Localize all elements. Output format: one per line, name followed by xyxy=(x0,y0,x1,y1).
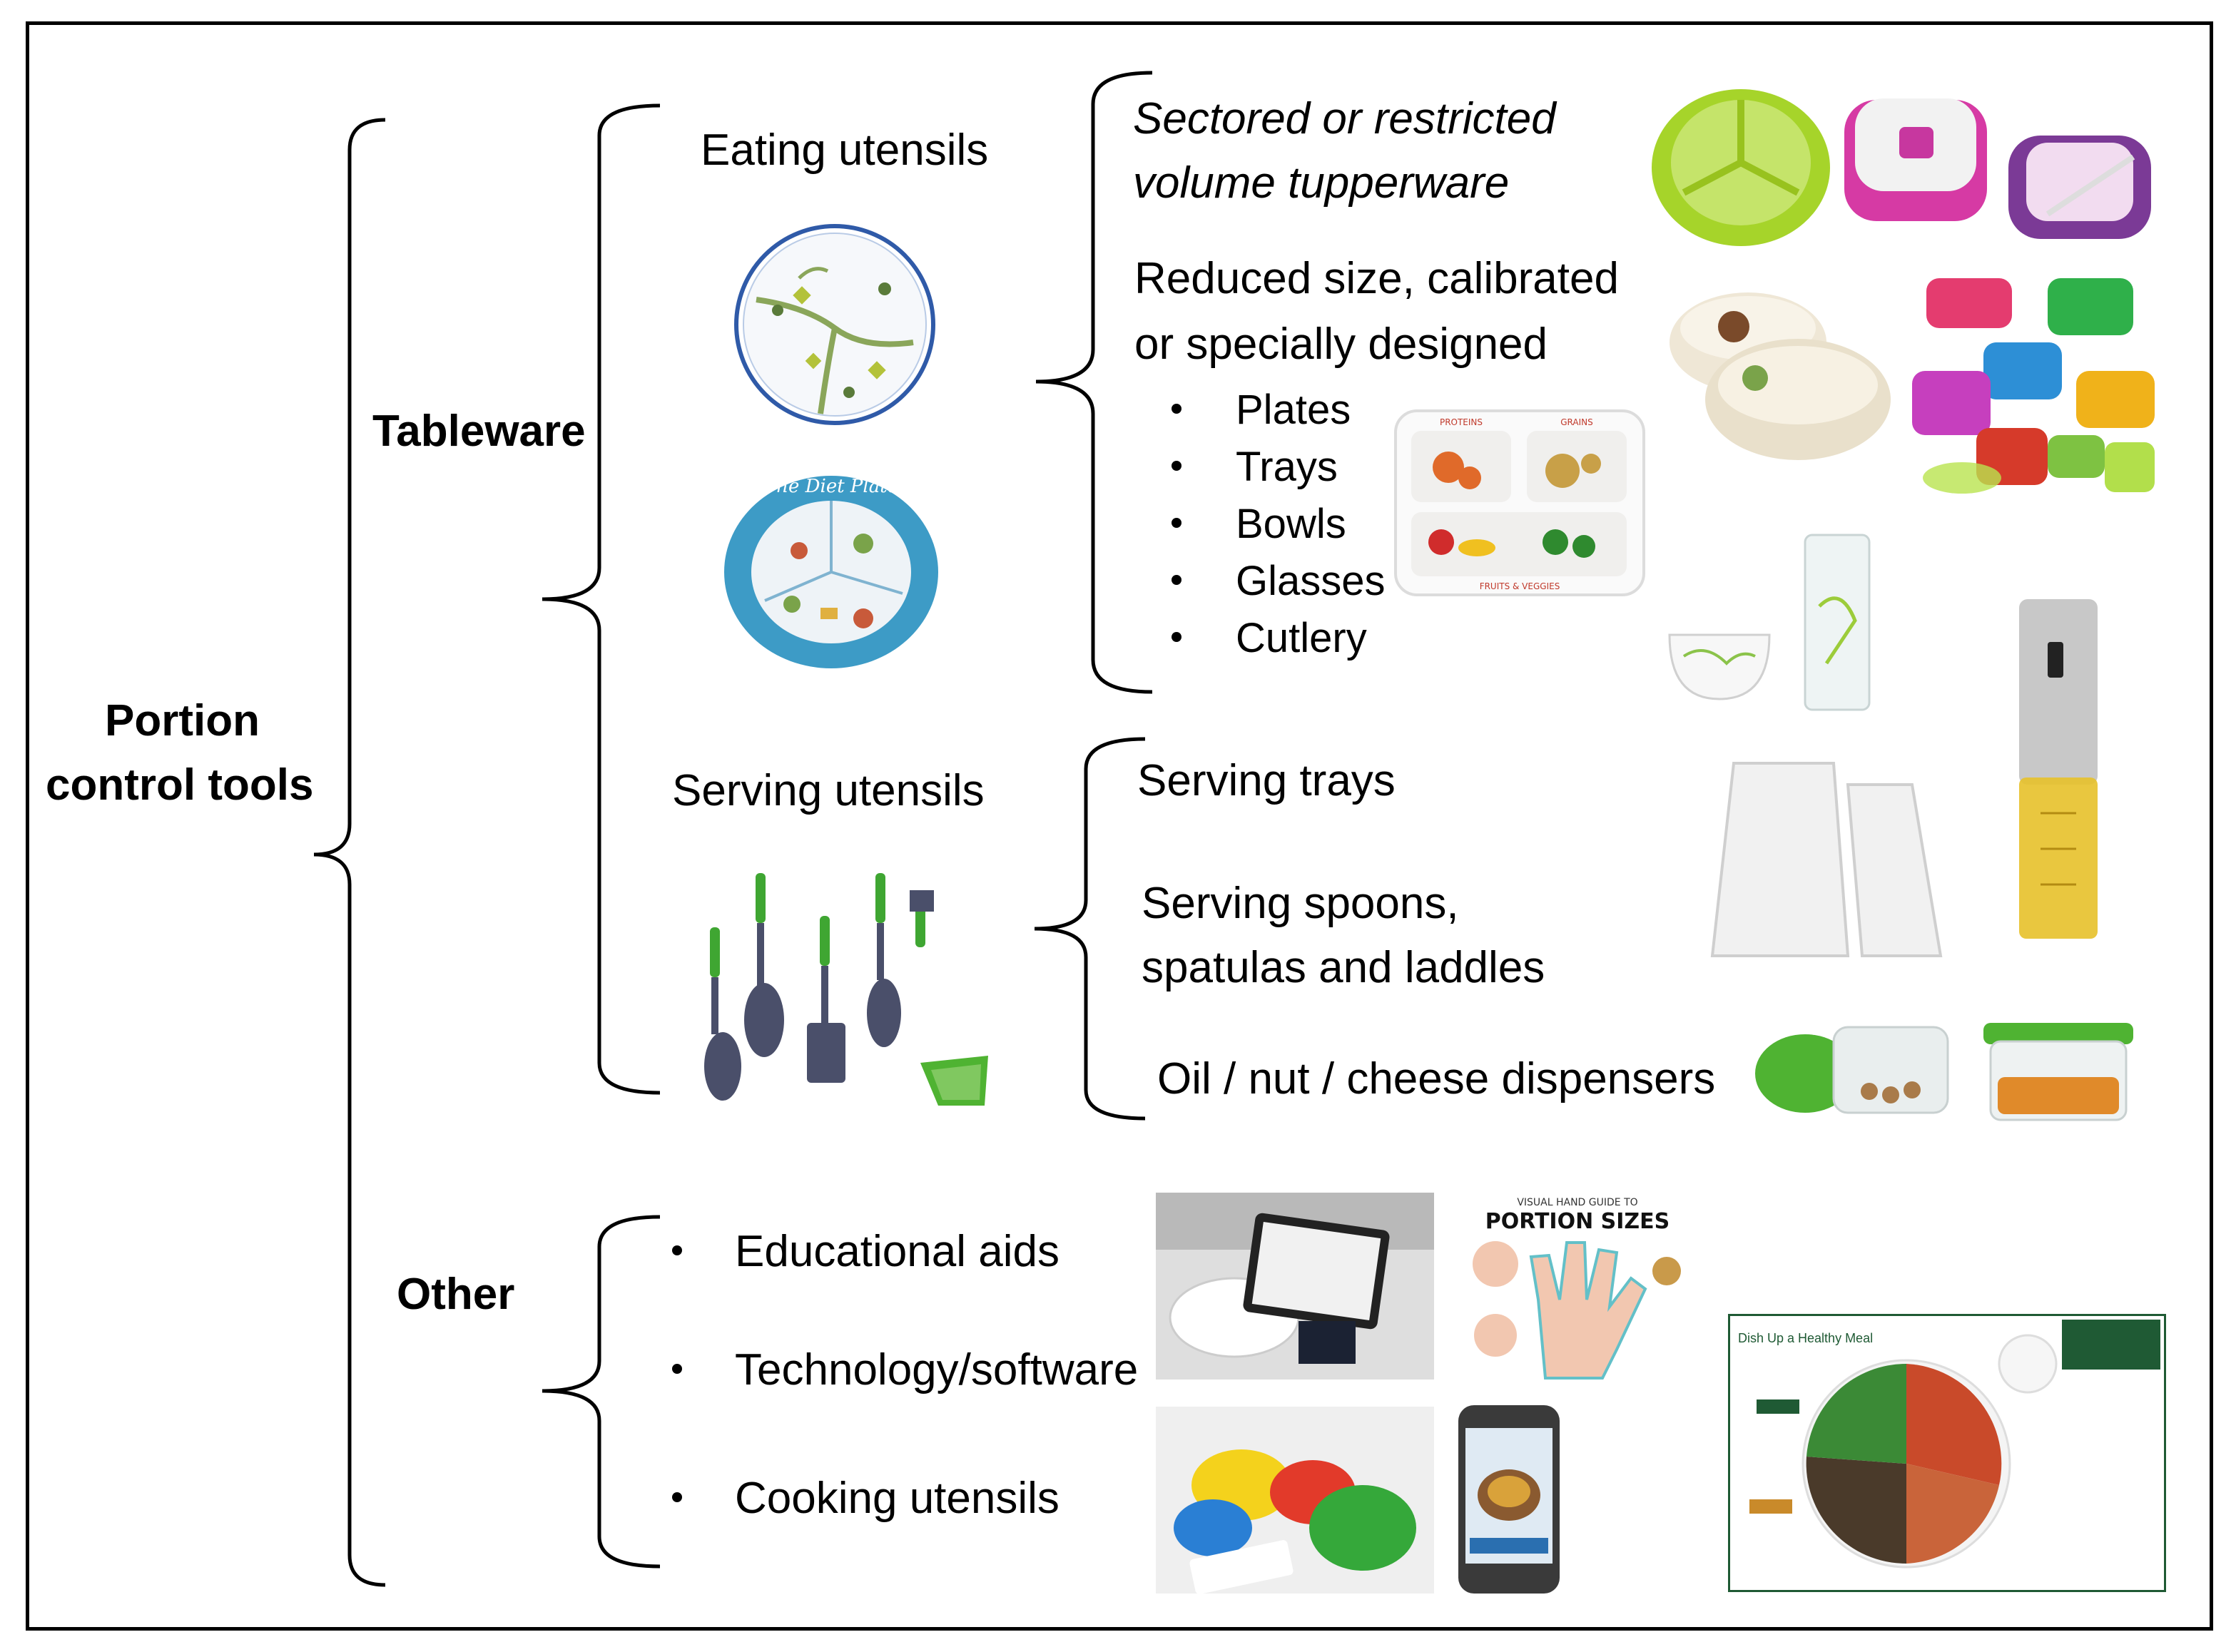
item-bowls: Bowls xyxy=(1236,501,1346,547)
item-trays: Trays xyxy=(1236,444,1338,490)
bracket-serving xyxy=(1034,737,1146,1121)
bullet xyxy=(672,1364,682,1374)
bracket-eating xyxy=(1035,71,1153,694)
diet-plate-image: The Diet Plate xyxy=(724,476,938,668)
portion-plate-image xyxy=(734,224,935,425)
diagram-frame xyxy=(26,21,2213,1631)
tupperware-image xyxy=(1641,71,2169,250)
measuring-cups-image xyxy=(1156,1407,1434,1594)
cheese-dispenser-image xyxy=(1983,1023,2133,1121)
bullet xyxy=(1172,461,1181,471)
serving-trays-image xyxy=(1710,762,1943,957)
meal-poster-title-text: Dish Up a Healthy Meal xyxy=(1738,1331,1873,1345)
serving-trays-label: Serving trays xyxy=(1137,756,1396,805)
bullet xyxy=(1172,575,1181,585)
serving-spoons-line1: Serving spoons, xyxy=(1142,879,1459,928)
bullet xyxy=(1172,518,1181,528)
nut-dispenser-image xyxy=(1755,1026,1949,1114)
hand-guide-title-text: PORTION SIZES xyxy=(1485,1209,1670,1234)
dispensers-label: Oil / nut / cheese dispensers xyxy=(1157,1054,1716,1103)
bullet xyxy=(672,1492,682,1502)
sectioned-tray-image: PROTEINS GRAINS FRUITS & VEGGIES xyxy=(1394,409,1645,596)
hand-guide-top-text: VISUAL HAND GUIDE TO xyxy=(1517,1197,1637,1208)
hand-guide-image: VISUAL HAND GUIDE TO PORTION SIZES xyxy=(1460,1193,1695,1385)
item-cutlery: Cutlery xyxy=(1236,615,1367,661)
tupperware-line1: Sectored or restricted xyxy=(1133,94,1556,143)
tray-grains-text: GRAINS xyxy=(1560,417,1593,427)
eating-utensils-label: Eating utensils xyxy=(701,126,989,175)
bullet xyxy=(672,1245,682,1255)
bowls-image xyxy=(1670,292,1891,460)
containers-image xyxy=(1912,278,2155,494)
root-label-line2: control tools xyxy=(46,760,314,810)
reduced-size-line2: or specially designed xyxy=(1134,320,1548,369)
tray-proteins-text: PROTEINS xyxy=(1440,417,1483,427)
tablet-image xyxy=(1156,1193,1434,1380)
serving-utensils-image xyxy=(704,873,988,1106)
serving-spoons-line2: spatulas and laddles xyxy=(1142,943,1545,992)
phone-image xyxy=(1458,1405,1560,1594)
other-label: Other xyxy=(397,1270,515,1319)
root-label-line1: Portion xyxy=(105,696,260,745)
oil-sprayer-image xyxy=(2019,599,2098,939)
glass-bowl-image xyxy=(1668,534,1871,711)
bracket-other xyxy=(542,1215,661,1569)
item-plates: Plates xyxy=(1236,387,1351,433)
bracket-root xyxy=(313,118,386,1587)
tableware-label: Tableware xyxy=(372,407,586,456)
other-item-cooking: Cooking utensils xyxy=(735,1474,1059,1523)
item-glasses: Glasses xyxy=(1236,558,1386,604)
bullet xyxy=(1172,632,1181,642)
diet-plate-rim-text: The Diet Plate xyxy=(764,476,898,497)
other-item-educational: Educational aids xyxy=(735,1227,1059,1276)
tupperware-line2: volume tupperware xyxy=(1133,158,1510,208)
reduced-size-line1: Reduced size, calibrated xyxy=(1134,254,1619,303)
healthy-meal-poster-image: Dish Up a Healthy Meal xyxy=(1728,1314,2166,1592)
serving-utensils-label: Serving utensils xyxy=(672,766,985,815)
tray-fruits-text: FRUITS & VEGGIES xyxy=(1480,581,1560,591)
bracket-tableware xyxy=(542,103,661,1095)
other-item-technology: Technology/software xyxy=(735,1345,1139,1394)
bullet xyxy=(1172,404,1181,414)
